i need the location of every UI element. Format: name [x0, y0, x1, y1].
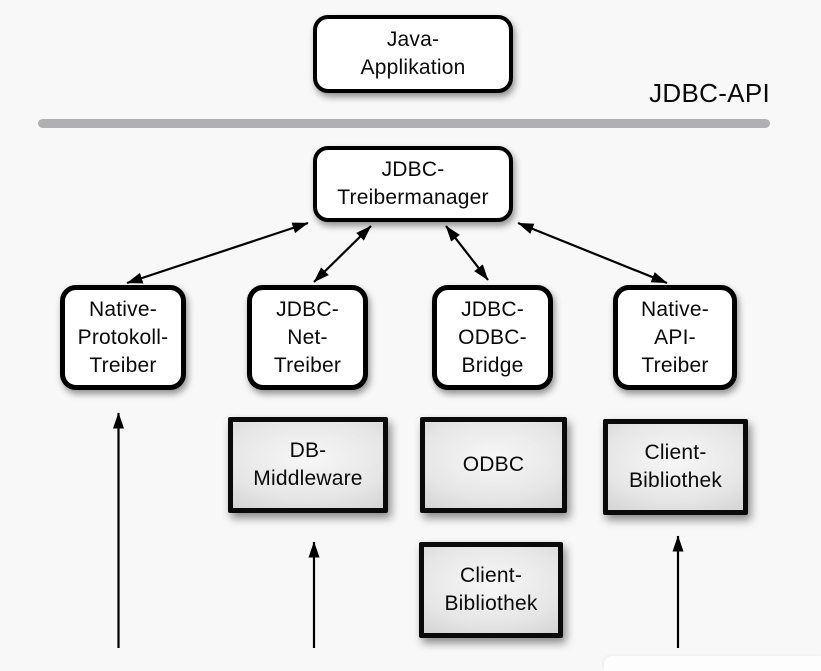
- node-label-line: Bibliothek: [444, 592, 538, 615]
- jdbc-api-separator-line: [38, 119, 770, 128]
- node-odbc: ODBC: [420, 417, 567, 513]
- node-label-line: Client-: [644, 441, 707, 464]
- node-java-application: Java- Applikation: [313, 15, 513, 93]
- arrow-treibermanager-jdbc-odbc: [445, 225, 489, 281]
- node-label-line: Applikation: [360, 56, 466, 79]
- node-label-line: API-: [654, 325, 696, 349]
- node-label-line: ODBC: [462, 453, 525, 476]
- node-label-line: Protokoll-: [77, 325, 169, 349]
- node-label-line: Middleware: [253, 467, 363, 490]
- node-jdbc-odbc-bridge: JDBC- ODBC- Bridge: [432, 285, 553, 390]
- node-native-api-treiber: Native- API- Treiber: [613, 285, 737, 390]
- node-label-line: ODBC-: [458, 325, 527, 349]
- node-label-line: Bridge: [461, 353, 524, 377]
- cropped-box-bottom-right: [604, 656, 821, 671]
- node-label-line: Treiber: [273, 353, 342, 377]
- jdbc-api-label: JDBC-API: [649, 78, 770, 108]
- node-label-line: Java-: [386, 28, 440, 51]
- arrow-treibermanager-native-api: [517, 221, 668, 285]
- node-label-line: Bibliothek: [628, 469, 723, 492]
- node-label-line: JDBC-: [381, 158, 445, 181]
- node-client-bibliothek-right: Client- Bibliothek: [603, 419, 748, 515]
- node-label-line: Treiber: [89, 353, 157, 377]
- node-label-line: Treibermanager: [337, 186, 489, 209]
- node-client-bibliothek-bottom: Client- Bibliothek: [419, 542, 563, 638]
- node-label-line: Native-: [641, 297, 709, 321]
- node-label-line: DB-: [289, 439, 327, 462]
- node-jdbc-net-treiber: JDBC- Net- Treiber: [247, 285, 368, 390]
- node-label-line: Native-: [89, 297, 157, 321]
- node-jdbc-treibermanager: JDBC- Treibermanager: [313, 146, 513, 222]
- arrow-treibermanager-native-protokoll: [126, 221, 309, 285]
- node-label-line: JDBC-: [461, 297, 524, 321]
- node-native-protokoll-treiber: Native- Protokoll- Treiber: [60, 285, 186, 390]
- node-label-line: Net-: [287, 325, 328, 349]
- node-label-line: Client-: [459, 564, 523, 587]
- node-label-line: JDBC-: [276, 297, 339, 321]
- arrow-treibermanager-jdbc-net: [313, 225, 372, 283]
- node-label-line: Treiber: [641, 353, 709, 377]
- node-db-middleware: DB- Middleware: [228, 417, 388, 513]
